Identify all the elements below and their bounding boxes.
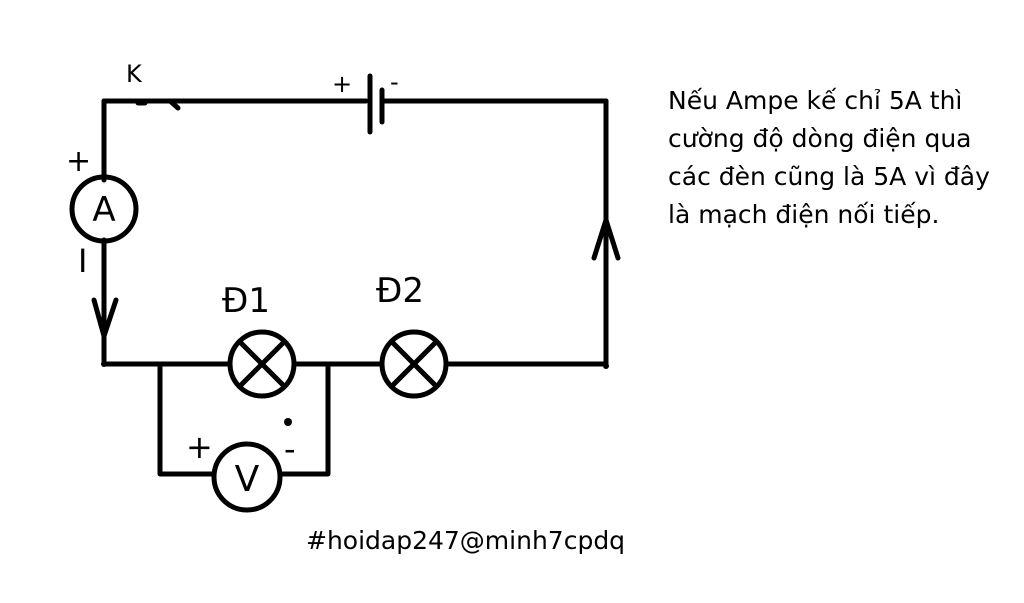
junction-dot [603,363,609,369]
lamp-1-label: Đ1 [222,281,270,321]
voltmeter-minus-label: - [284,430,296,468]
credit-text: #hoidap247@minh7cpdq [306,526,626,555]
explanation-line: là mạch điện nối tiếp. [668,200,940,229]
explanation-line: cường độ dòng điện qua [668,124,972,153]
lamp-2-label: Đ2 [376,271,424,311]
ammeter-plus-label: + [66,144,91,179]
switch-label: K [126,60,143,88]
explanation-text: Nếu Ampe kế chỉ 5A thì cường độ dòng điệ… [668,82,1018,234]
lamp-1-cross [237,339,287,389]
lamp-2-cross [389,339,439,389]
battery-plus-label: + [332,70,352,98]
voltmeter-circle [211,441,283,513]
junction-dot [101,361,107,367]
lamp-1 [227,329,297,399]
explanation-line: các đèn cũng là 5A vì đây [668,162,990,191]
current-label: I [78,242,87,280]
switch-k [135,98,181,111]
lamp-2 [379,329,449,399]
voltmeter-plus-label: + [186,428,213,466]
battery-minus-label: - [390,68,399,96]
current-arrow-up [591,217,621,261]
ammeter-circle [69,174,139,244]
voltmeter-symbol: V [235,459,260,500]
ammeter-symbol: A [92,190,115,230]
voltmeter-branch [157,363,331,477]
stray-dot [284,418,292,426]
explanation-line: Nếu Ampe kế chỉ 5A thì [668,86,963,115]
current-arrow-down [91,297,119,339]
